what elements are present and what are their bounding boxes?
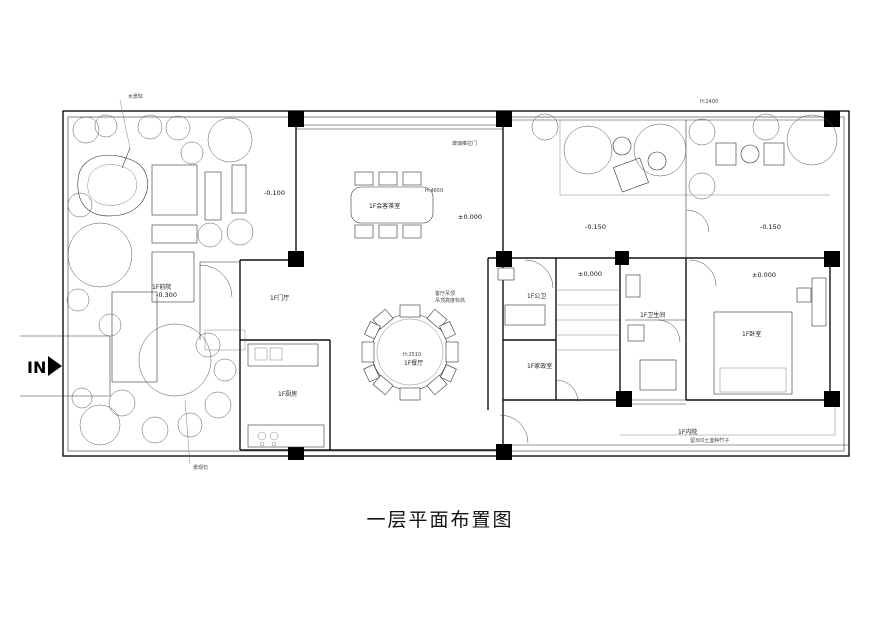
foyer-label: 1F门厅 <box>270 294 289 302</box>
bedroom-label: 1F卧室 <box>742 330 761 338</box>
yard-label: 1F前院 <box>152 283 171 291</box>
tea-room-label: 1F会客茶室 <box>369 202 400 210</box>
structural-columns <box>288 111 840 460</box>
bath-bed-fixtures <box>497 267 827 395</box>
level-hall: ±0.000 <box>458 213 482 221</box>
ceiling-note-1: 客厅吊顶 <box>435 290 455 297</box>
kitchen-label: 1F厨房 <box>278 390 297 398</box>
dining-table-group <box>361 304 459 401</box>
entrance-label: IN <box>27 358 46 377</box>
door-swings <box>199 209 717 444</box>
yard-features <box>77 147 247 383</box>
bathroom-label: 1F卫生间 <box>640 311 665 319</box>
water-bowl <box>77 154 149 217</box>
public-wc-label: 1F公卫 <box>527 293 546 300</box>
inner-court-label: 1F内院 <box>678 428 697 436</box>
level-yard: -0.300 <box>156 291 177 299</box>
ceiling-note-2: 吊顶高度标高 <box>435 297 465 304</box>
dining-height: H:2510 <box>403 352 421 358</box>
court-furniture <box>612 136 785 193</box>
building-walls <box>199 117 848 451</box>
level-bedroom: ±0.000 <box>752 271 776 279</box>
site-boundary <box>62 110 850 457</box>
bed <box>713 311 793 395</box>
tea-table-group <box>350 171 434 239</box>
level-stair: ±0.000 <box>578 270 602 278</box>
landscape-trees <box>66 113 838 446</box>
height-note: H:2400 <box>700 99 718 105</box>
landscape-stone-note: 景观石 <box>193 464 208 471</box>
tea-table <box>350 186 434 224</box>
level-court-mid: -0.150 <box>585 223 606 231</box>
level-court-right: -0.150 <box>760 223 781 231</box>
water-bowl-note: 水景缸 <box>128 93 143 100</box>
glass-door-note: 玻璃推拉门 <box>452 140 477 147</box>
tea-height-note: H:4650 <box>425 188 443 194</box>
storage-label: 1F家政室 <box>527 362 552 370</box>
kitchen-fixtures <box>247 343 325 448</box>
bamboo-note: 留300土室种竹子 <box>690 437 730 444</box>
entrance <box>20 335 111 397</box>
level-terrace-left: -0.100 <box>264 189 285 197</box>
dining-label: 1F餐厅 <box>404 359 423 367</box>
plan-title: 一层平面布置图 <box>366 509 514 531</box>
site-boundary-inner <box>67 116 845 452</box>
